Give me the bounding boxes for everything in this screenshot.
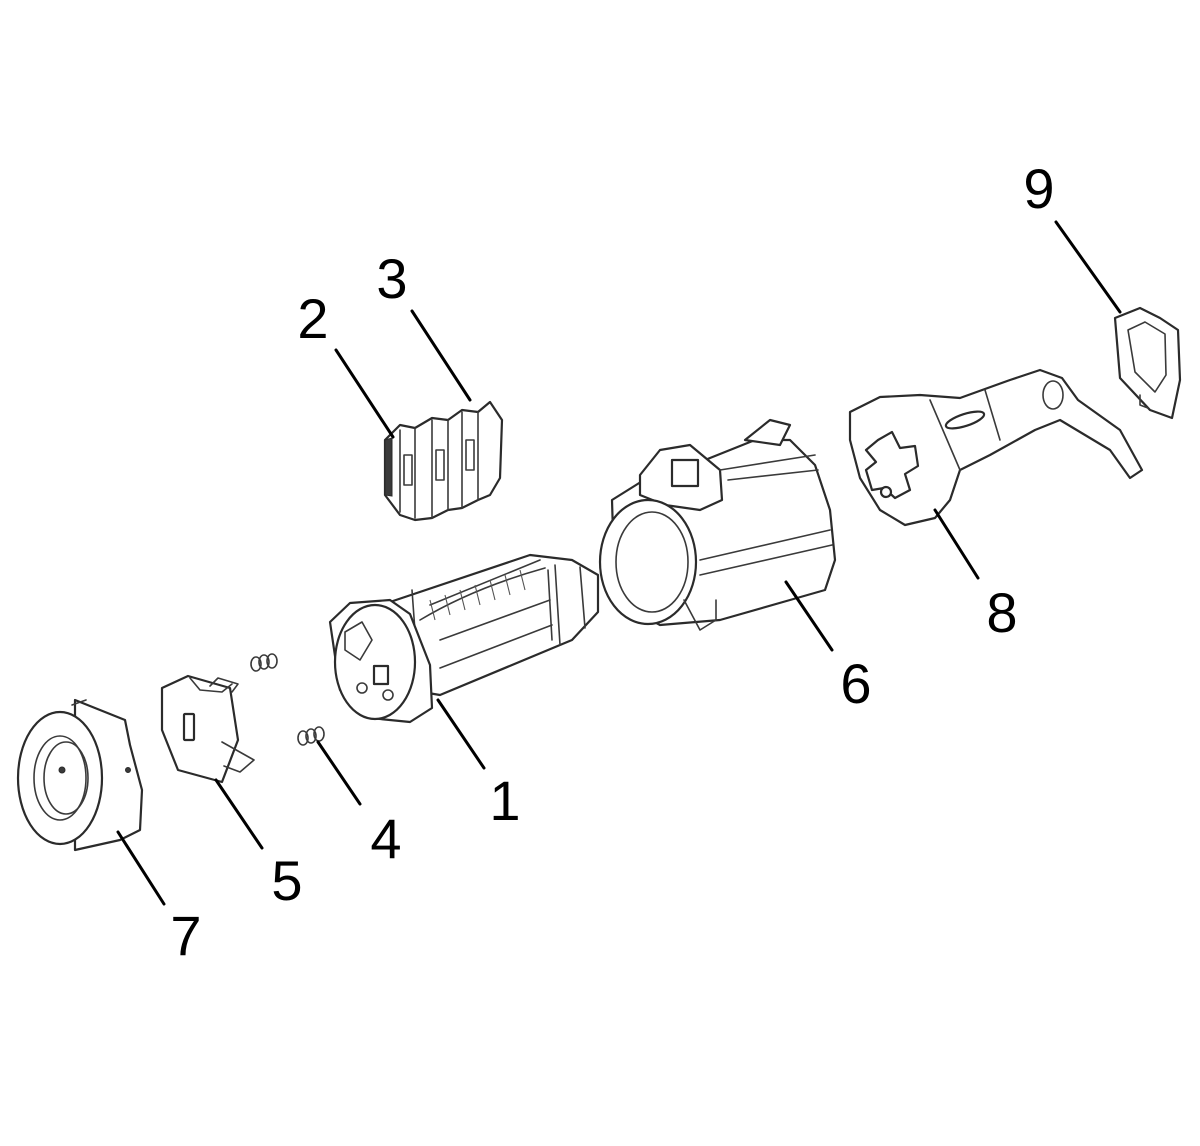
callout-1: 1 bbox=[489, 769, 520, 832]
callout-8: 8 bbox=[986, 581, 1017, 644]
leader-3 bbox=[410, 309, 472, 402]
leader-7 bbox=[116, 830, 166, 906]
part-6-housing bbox=[598, 418, 837, 631]
callout-9: 9 bbox=[1023, 157, 1054, 220]
part-5-shutter bbox=[160, 674, 255, 784]
part-8-lever-arm bbox=[848, 368, 1144, 527]
callout-3: 3 bbox=[376, 247, 407, 310]
callout-7: 7 bbox=[170, 904, 201, 967]
leader-4 bbox=[316, 740, 362, 806]
part-7-front-cap bbox=[16, 698, 144, 852]
leader-lines bbox=[116, 220, 1122, 906]
part-9-clip bbox=[1113, 306, 1182, 420]
leader-2 bbox=[334, 348, 395, 439]
callout-4: 4 bbox=[370, 807, 401, 870]
part-1-lock-barrel bbox=[328, 553, 600, 724]
leader-8 bbox=[933, 508, 980, 580]
part-2-tumbler-stack bbox=[383, 400, 504, 522]
part-4-springs bbox=[250, 653, 325, 746]
leader-5 bbox=[214, 778, 264, 850]
callout-2: 2 bbox=[297, 287, 328, 350]
leader-9 bbox=[1054, 220, 1122, 314]
leader-6 bbox=[784, 580, 834, 652]
callout-6: 6 bbox=[840, 652, 871, 715]
leader-1 bbox=[436, 698, 486, 770]
callout-labels: 1 2 3 4 5 6 7 8 9 bbox=[170, 157, 1054, 967]
callout-5: 5 bbox=[271, 849, 302, 912]
